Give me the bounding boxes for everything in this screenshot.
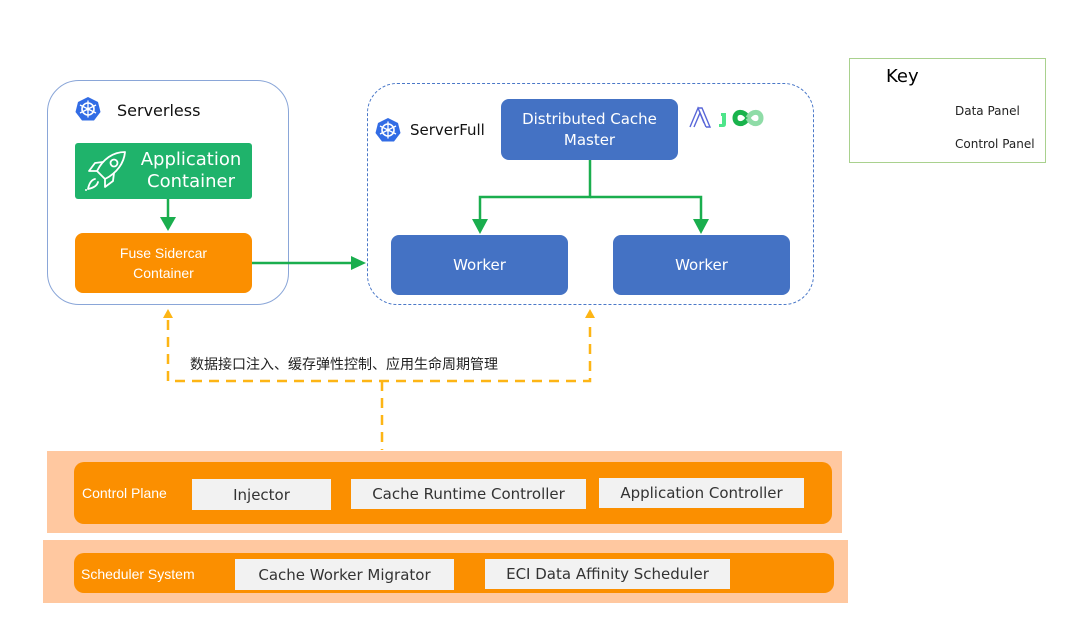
juicefs-logo: [732, 109, 764, 127]
serverless-title: Serverless: [117, 101, 201, 120]
kubernetes-icon: [375, 118, 401, 142]
arrow-head: [351, 256, 366, 270]
master-to-worker2-arrow-line: [590, 195, 703, 220]
application-container-line2: Container: [147, 171, 235, 192]
kubernetes-icon: [75, 97, 101, 121]
cache-worker-migrator-chip: Cache Worker Migrator: [235, 559, 454, 590]
legend-control-panel-label: Control Panel: [955, 137, 1035, 151]
scheduler-system-label: Scheduler System: [81, 566, 195, 582]
worker-label: Worker: [453, 256, 506, 274]
master-line1: Distributed Cache: [522, 109, 657, 128]
legend-title: Key: [886, 66, 919, 87]
fuse-sidecar-line1: Fuse Sidercar: [119, 245, 208, 261]
fuse-sidecar-container-box: Fuse Sidercar Container: [75, 233, 252, 293]
legend-box: [849, 58, 1046, 163]
serverless-group: [47, 80, 289, 305]
eci-data-affinity-scheduler-chip: ECI Data Affinity Scheduler: [485, 559, 730, 589]
cache-runtime-controller-chip: Cache Runtime Controller: [351, 479, 586, 509]
application-container-box: Application Container: [75, 143, 252, 199]
application-container-line1: Application: [140, 149, 242, 170]
application-controller-chip: Application Controller: [599, 478, 804, 508]
injector-chip: Injector: [192, 479, 331, 510]
arrow-head: [163, 309, 173, 318]
fuse-sidecar-line2: Container: [133, 265, 194, 281]
distributed-cache-master-box: Distributed Cache Master: [501, 99, 678, 160]
serverfull-group: [367, 83, 814, 305]
worker-label: Worker: [675, 256, 728, 274]
jindo-logo: [719, 113, 726, 127]
arrow-head: [472, 219, 488, 234]
control-plane-label: Control Plane: [82, 485, 167, 501]
arrow-head: [160, 217, 176, 231]
cache-engine-logos: [689, 106, 764, 128]
control-bracket-line: [166, 320, 592, 383]
control-annotation-label: 数据接口注入、缓存弹性控制、应用生命周期管理: [190, 357, 498, 373]
serverfull-title: ServerFull: [410, 121, 485, 139]
arrow-head: [693, 219, 709, 234]
rocket-icon: [85, 151, 126, 191]
worker-box: Worker: [391, 235, 568, 295]
alluxio-logo: [689, 106, 712, 128]
worker-box: Worker: [613, 235, 790, 295]
arrow-head: [585, 309, 595, 318]
legend-data-panel-label: Data Panel: [955, 104, 1020, 118]
master-line2: Master: [563, 130, 616, 149]
master-to-worker1-arrow-line: [478, 160, 592, 220]
